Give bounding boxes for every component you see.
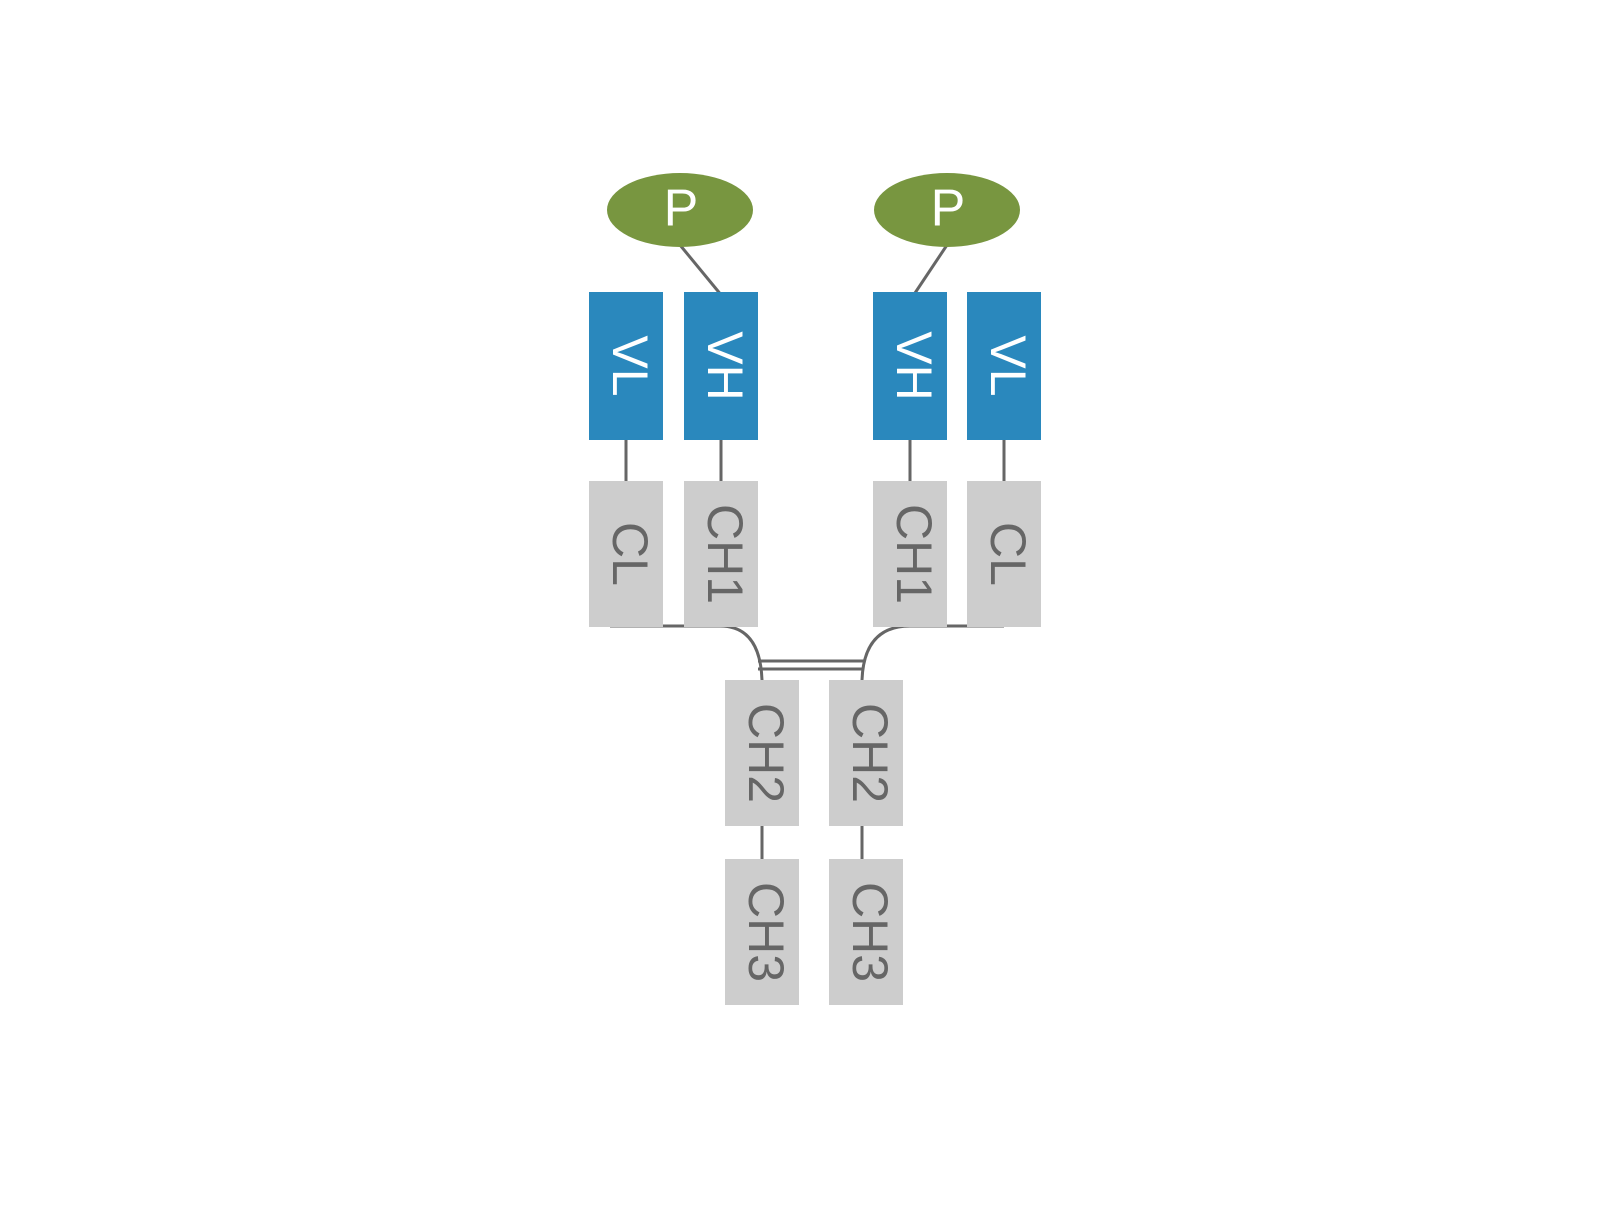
peptide-left: P [607, 173, 753, 247]
domain-ch2-left: CH2 [725, 680, 799, 826]
peptide-linker-left [678, 244, 724, 297]
domain-label: VH [886, 331, 942, 400]
domain-ch1-right: CH1 [873, 481, 947, 627]
domain-cl-left: CL [589, 481, 663, 627]
domain-ch1-left: CH1 [684, 481, 758, 627]
domain-label: CH2 [842, 703, 898, 803]
domain-label: CL [602, 522, 658, 586]
domain-vl-left: VL [589, 292, 663, 440]
domain-label: VL [602, 335, 658, 396]
domain-cl-right: CL [967, 481, 1041, 627]
domain-label: CH3 [842, 882, 898, 982]
peptide-linker-right [911, 244, 949, 297]
peptide-label: P [931, 180, 966, 238]
domain-vh-right: VH [873, 292, 947, 440]
domain-ch3-right: CH3 [829, 859, 903, 1005]
hinge-curve-left [719, 624, 764, 681]
domain-label: CL [980, 522, 1036, 586]
domain-label: CH1 [886, 504, 942, 604]
domain-label: CH2 [738, 703, 794, 803]
peptide-right: P [874, 173, 1020, 247]
domain-label: CH3 [738, 882, 794, 982]
peptide-label: P [664, 180, 699, 238]
domain-ch3-left: CH3 [725, 859, 799, 1005]
domain-label: CH1 [697, 504, 753, 604]
domain-vh-left: VH [684, 292, 758, 440]
domain-ch2-right: CH2 [829, 680, 903, 826]
hinge-curve-right [860, 624, 911, 681]
domain-label: VL [980, 335, 1036, 396]
domain-vl-right: VL [967, 292, 1041, 440]
domain-label: VH [697, 331, 753, 400]
